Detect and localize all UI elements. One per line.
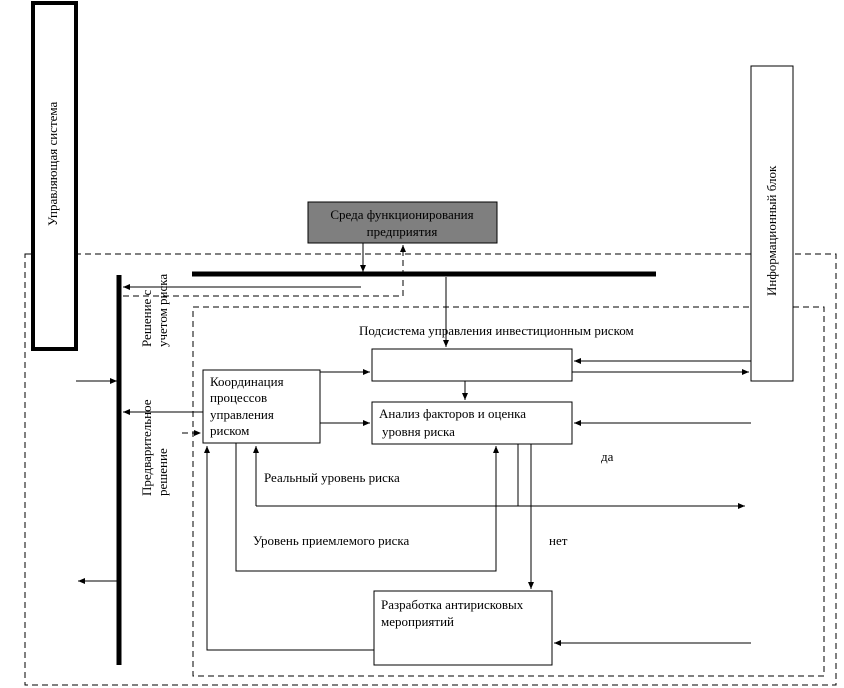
coordination-label-4: риском — [210, 423, 249, 438]
decision-risk-label-2: учетом риска — [155, 274, 170, 347]
info-block-label: Информационный блок — [764, 165, 779, 296]
environment-box — [307, 201, 498, 244]
measures-label-1: Разработка антирисковых — [381, 597, 524, 612]
empty-process-box — [371, 348, 573, 382]
subsystem-title: Подсистема управления инвестиционным рис… — [359, 323, 634, 338]
outer-dashed-frame — [24, 253, 837, 686]
preliminary-label-1: Предварительное — [139, 399, 154, 496]
preliminary-label-2: решение — [155, 448, 170, 496]
control-system-box — [31, 1, 78, 351]
coordination-box — [202, 369, 321, 444]
arrow-measures-to-coord — [204, 446, 374, 651]
control-system-label: Управляющая система — [45, 101, 60, 226]
arrow-dashed-to-env — [123, 245, 406, 297]
environment-label-2: предприятия — [367, 224, 438, 239]
coordination-label-1: Координация — [210, 374, 284, 389]
no-label: нет — [549, 533, 568, 548]
subsystem-dashed-frame — [192, 306, 825, 677]
analysis-label-2: уровня риска — [382, 424, 455, 439]
arrow-acceptable-risk — [235, 443, 499, 572]
measures-box — [373, 590, 553, 666]
arrow-real-risk-yes — [517, 444, 745, 509]
yes-label: да — [601, 449, 614, 464]
analysis-label-1: Анализ факторов и оценка — [379, 406, 526, 421]
decision-risk-label-1: Решение с — [139, 289, 154, 347]
environment-label-1: Среда функционирования — [330, 207, 473, 222]
analysis-box — [371, 401, 573, 445]
coordination-label-3: управления — [210, 407, 274, 422]
measures-label-2: мероприятий — [381, 614, 454, 629]
coordination-label-2: процессов — [210, 390, 267, 405]
info-block-box — [750, 65, 794, 382]
real-risk-label: Реальный уровень риска — [264, 470, 400, 485]
acceptable-risk-label: Уровень приемлемого риска — [253, 533, 410, 548]
